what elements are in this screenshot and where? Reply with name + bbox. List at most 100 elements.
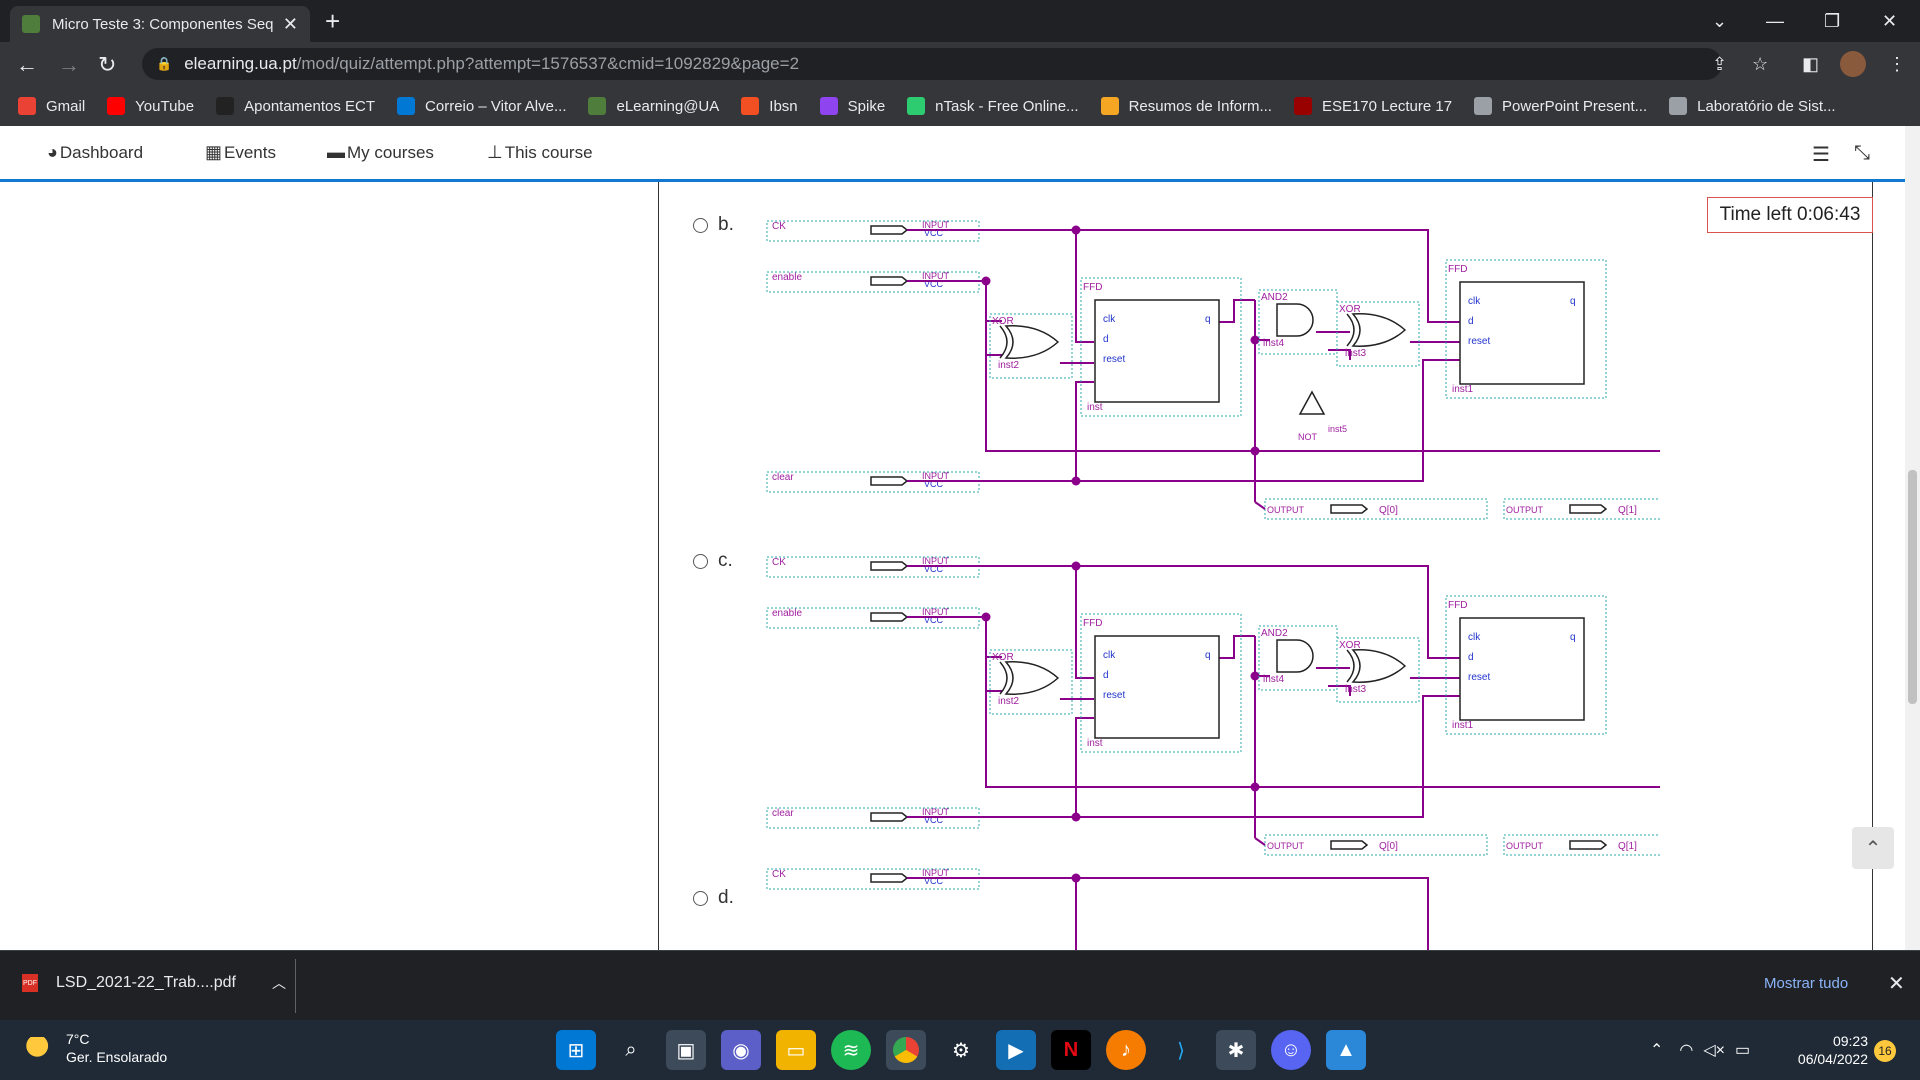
photos-icon[interactable]: ▲: [1326, 1030, 1366, 1070]
taskbar-clock[interactable]: 09:23 06/04/2022: [1786, 1032, 1868, 1068]
output-name-label: Q[0]: [1379, 505, 1398, 516]
bookmark-item[interactable]: nTask - Free Online...: [907, 97, 1079, 115]
option-c[interactable]: c.: [693, 550, 733, 572]
bookmark-item[interactable]: PowerPoint Present...: [1474, 97, 1647, 115]
bookmark-label: YouTube: [135, 97, 195, 115]
show-all-downloads-button[interactable]: Mostrar tudo: [1764, 975, 1849, 992]
profile-avatar[interactable]: [1840, 42, 1866, 86]
scrollbar-thumb[interactable]: [1908, 470, 1917, 704]
reload-icon[interactable]: ↻: [98, 52, 117, 77]
vscode-icon[interactable]: ⟩: [1177, 1039, 1185, 1062]
clk-pin: clk: [1103, 650, 1116, 661]
search-icon[interactable]: ⌕: [625, 1038, 637, 1061]
q-pin: q: [1205, 314, 1211, 325]
collapse-icon[interactable]: ⤡: [1854, 142, 1870, 164]
address-toolbar: ← → ↻ 🔒 elearning.ua.pt/mod/quiz/attempt…: [0, 42, 1920, 86]
netflix-icon[interactable]: N: [1051, 1030, 1091, 1070]
flipflop-box: [1459, 281, 1585, 385]
url-path: /mod/quiz/attempt.php?attempt=1576537&cm…: [296, 54, 800, 73]
dotted-border: [1445, 259, 1607, 399]
nav-events[interactable]: ▦ Events: [205, 142, 276, 163]
weather-widget[interactable]: 7°C Ger. Ensolarado: [26, 1030, 167, 1066]
spotify-icon[interactable]: ≋: [831, 1030, 871, 1070]
taskbar-apps: ⊞ ⌕ ▣ ◉ ▭ ≋ ⚙ ▶ N ♪ ⟩ ✱ ☺ ▲: [556, 1030, 1381, 1070]
wire: [1075, 717, 1094, 817]
slack-icon[interactable]: ✱: [1216, 1030, 1256, 1070]
chrome-icon[interactable]: [886, 1030, 926, 1070]
bookmark-item[interactable]: Correio – Vitor Alve...: [397, 97, 566, 115]
radio-d[interactable]: [693, 890, 708, 906]
q-pin: q: [1205, 650, 1211, 661]
url-field[interactable]: 🔒 elearning.ua.pt/mod/quiz/attempt.php?a…: [142, 48, 1722, 80]
restore-button[interactable]: ❐: [1824, 10, 1841, 31]
bookmark-item[interactable]: Resumos de Inform...: [1100, 97, 1272, 115]
bookmark-item[interactable]: Apontamentos ECT: [216, 97, 375, 115]
bookmark-item[interactable]: ESE170 Lecture 17: [1293, 97, 1452, 115]
radio-b[interactable]: [693, 217, 708, 233]
bookmark-item[interactable]: eLearning@UA: [588, 97, 719, 115]
battery-icon[interactable]: ▭: [1735, 1042, 1751, 1059]
wifi-icon[interactable]: ◠: [1679, 1042, 1694, 1059]
close-download-bar-icon[interactable]: ✕: [1888, 973, 1905, 995]
browser-tab[interactable]: Micro Teste 3: Componentes Seq ✕: [10, 6, 310, 42]
bookmark-item[interactable]: Gmail: [18, 97, 85, 115]
teams-chat-icon[interactable]: ◉: [721, 1030, 761, 1070]
bookmark-item[interactable]: Ibsn: [741, 97, 798, 115]
nav-dashboard[interactable]: ◕ Dashboard: [47, 142, 143, 163]
drawer-toggle-icon[interactable]: ☰: [1812, 144, 1830, 166]
share-icon[interactable]: ⇪: [1712, 53, 1728, 74]
close-window-button[interactable]: ✕: [1882, 10, 1898, 31]
wire: [1254, 837, 1266, 846]
tray-chevron-up-icon[interactable]: ⌃: [1650, 1042, 1664, 1059]
back-arrow-icon[interactable]: ←: [16, 52, 38, 77]
tab-close-icon[interactable]: ✕: [282, 13, 298, 34]
bookmark-label: Ibsn: [769, 97, 798, 115]
minimize-button[interactable]: —: [1766, 10, 1784, 31]
discord-icon[interactable]: ☺: [1271, 1030, 1311, 1070]
instance-label: inst4: [1263, 338, 1285, 349]
option-b[interactable]: b.: [693, 214, 734, 236]
bookmark-item[interactable]: Laboratório de Sist...: [1669, 97, 1836, 115]
quiz-timer: Time left 0:06:43: [1707, 197, 1873, 233]
reset-pin: reset: [1103, 354, 1125, 365]
bookmark-item[interactable]: YouTube: [107, 97, 194, 115]
notification-badge[interactable]: 16: [1874, 1040, 1896, 1062]
nav-dashboard-label: Dashboard: [59, 142, 144, 162]
vcc-label: VCC: [924, 615, 944, 625]
download-item[interactable]: PDF LSD_2021-22_Trab....pdf ︿: [22, 973, 286, 993]
chevron-up-icon[interactable]: ︿: [271, 975, 286, 991]
input-pin-shape: [870, 812, 909, 822]
nav-this-course[interactable]: ⊥ This course: [487, 142, 593, 163]
new-tab-button[interactable]: +: [325, 6, 341, 36]
page-scrollbar[interactable]: [1905, 126, 1920, 950]
speaker-muted-icon[interactable]: ◁×: [1703, 1042, 1726, 1059]
fl-studio-icon[interactable]: ♪: [1106, 1030, 1146, 1070]
file-explorer-icon[interactable]: ▭: [776, 1030, 816, 1070]
radio-c[interactable]: [693, 553, 708, 569]
side-panel-icon[interactable]: ◧: [1802, 53, 1820, 74]
prime-video-icon[interactable]: ▶: [996, 1030, 1036, 1070]
tab-title: Micro Teste 3: Componentes Seq: [52, 15, 274, 33]
reset-pin: reset: [1103, 690, 1125, 701]
option-d[interactable]: d.: [693, 887, 734, 909]
sitemap-icon: ⊥: [487, 142, 503, 162]
tab-search-icon[interactable]: ⌄: [1712, 10, 1728, 31]
task-view-icon[interactable]: ▣: [666, 1030, 706, 1070]
output-name-label: Q[1]: [1618, 841, 1637, 852]
input-name-label: CK: [772, 869, 786, 880]
instance-label: inst1: [1452, 720, 1474, 731]
nav-my-courses[interactable]: ▬ My courses: [327, 142, 434, 163]
forward-arrow-icon[interactable]: →: [58, 52, 80, 77]
dotted-border: [1080, 277, 1242, 417]
q-pin: q: [1570, 296, 1576, 307]
weather-temp: 7°C: [66, 1031, 90, 1047]
bookmark-star-icon[interactable]: ☆: [1752, 53, 1769, 74]
scroll-to-top-button[interactable]: ⌃: [1852, 827, 1894, 869]
xor-gate-shape: [1351, 313, 1407, 347]
start-windows-icon[interactable]: ⊞: [556, 1030, 596, 1070]
bookmark-item[interactable]: Spike: [819, 97, 885, 115]
dotted-border: [1445, 595, 1607, 735]
settings-gear-icon[interactable]: ⚙: [952, 1039, 970, 1062]
menu-kebab-icon[interactable]: ⋮: [1888, 53, 1906, 74]
